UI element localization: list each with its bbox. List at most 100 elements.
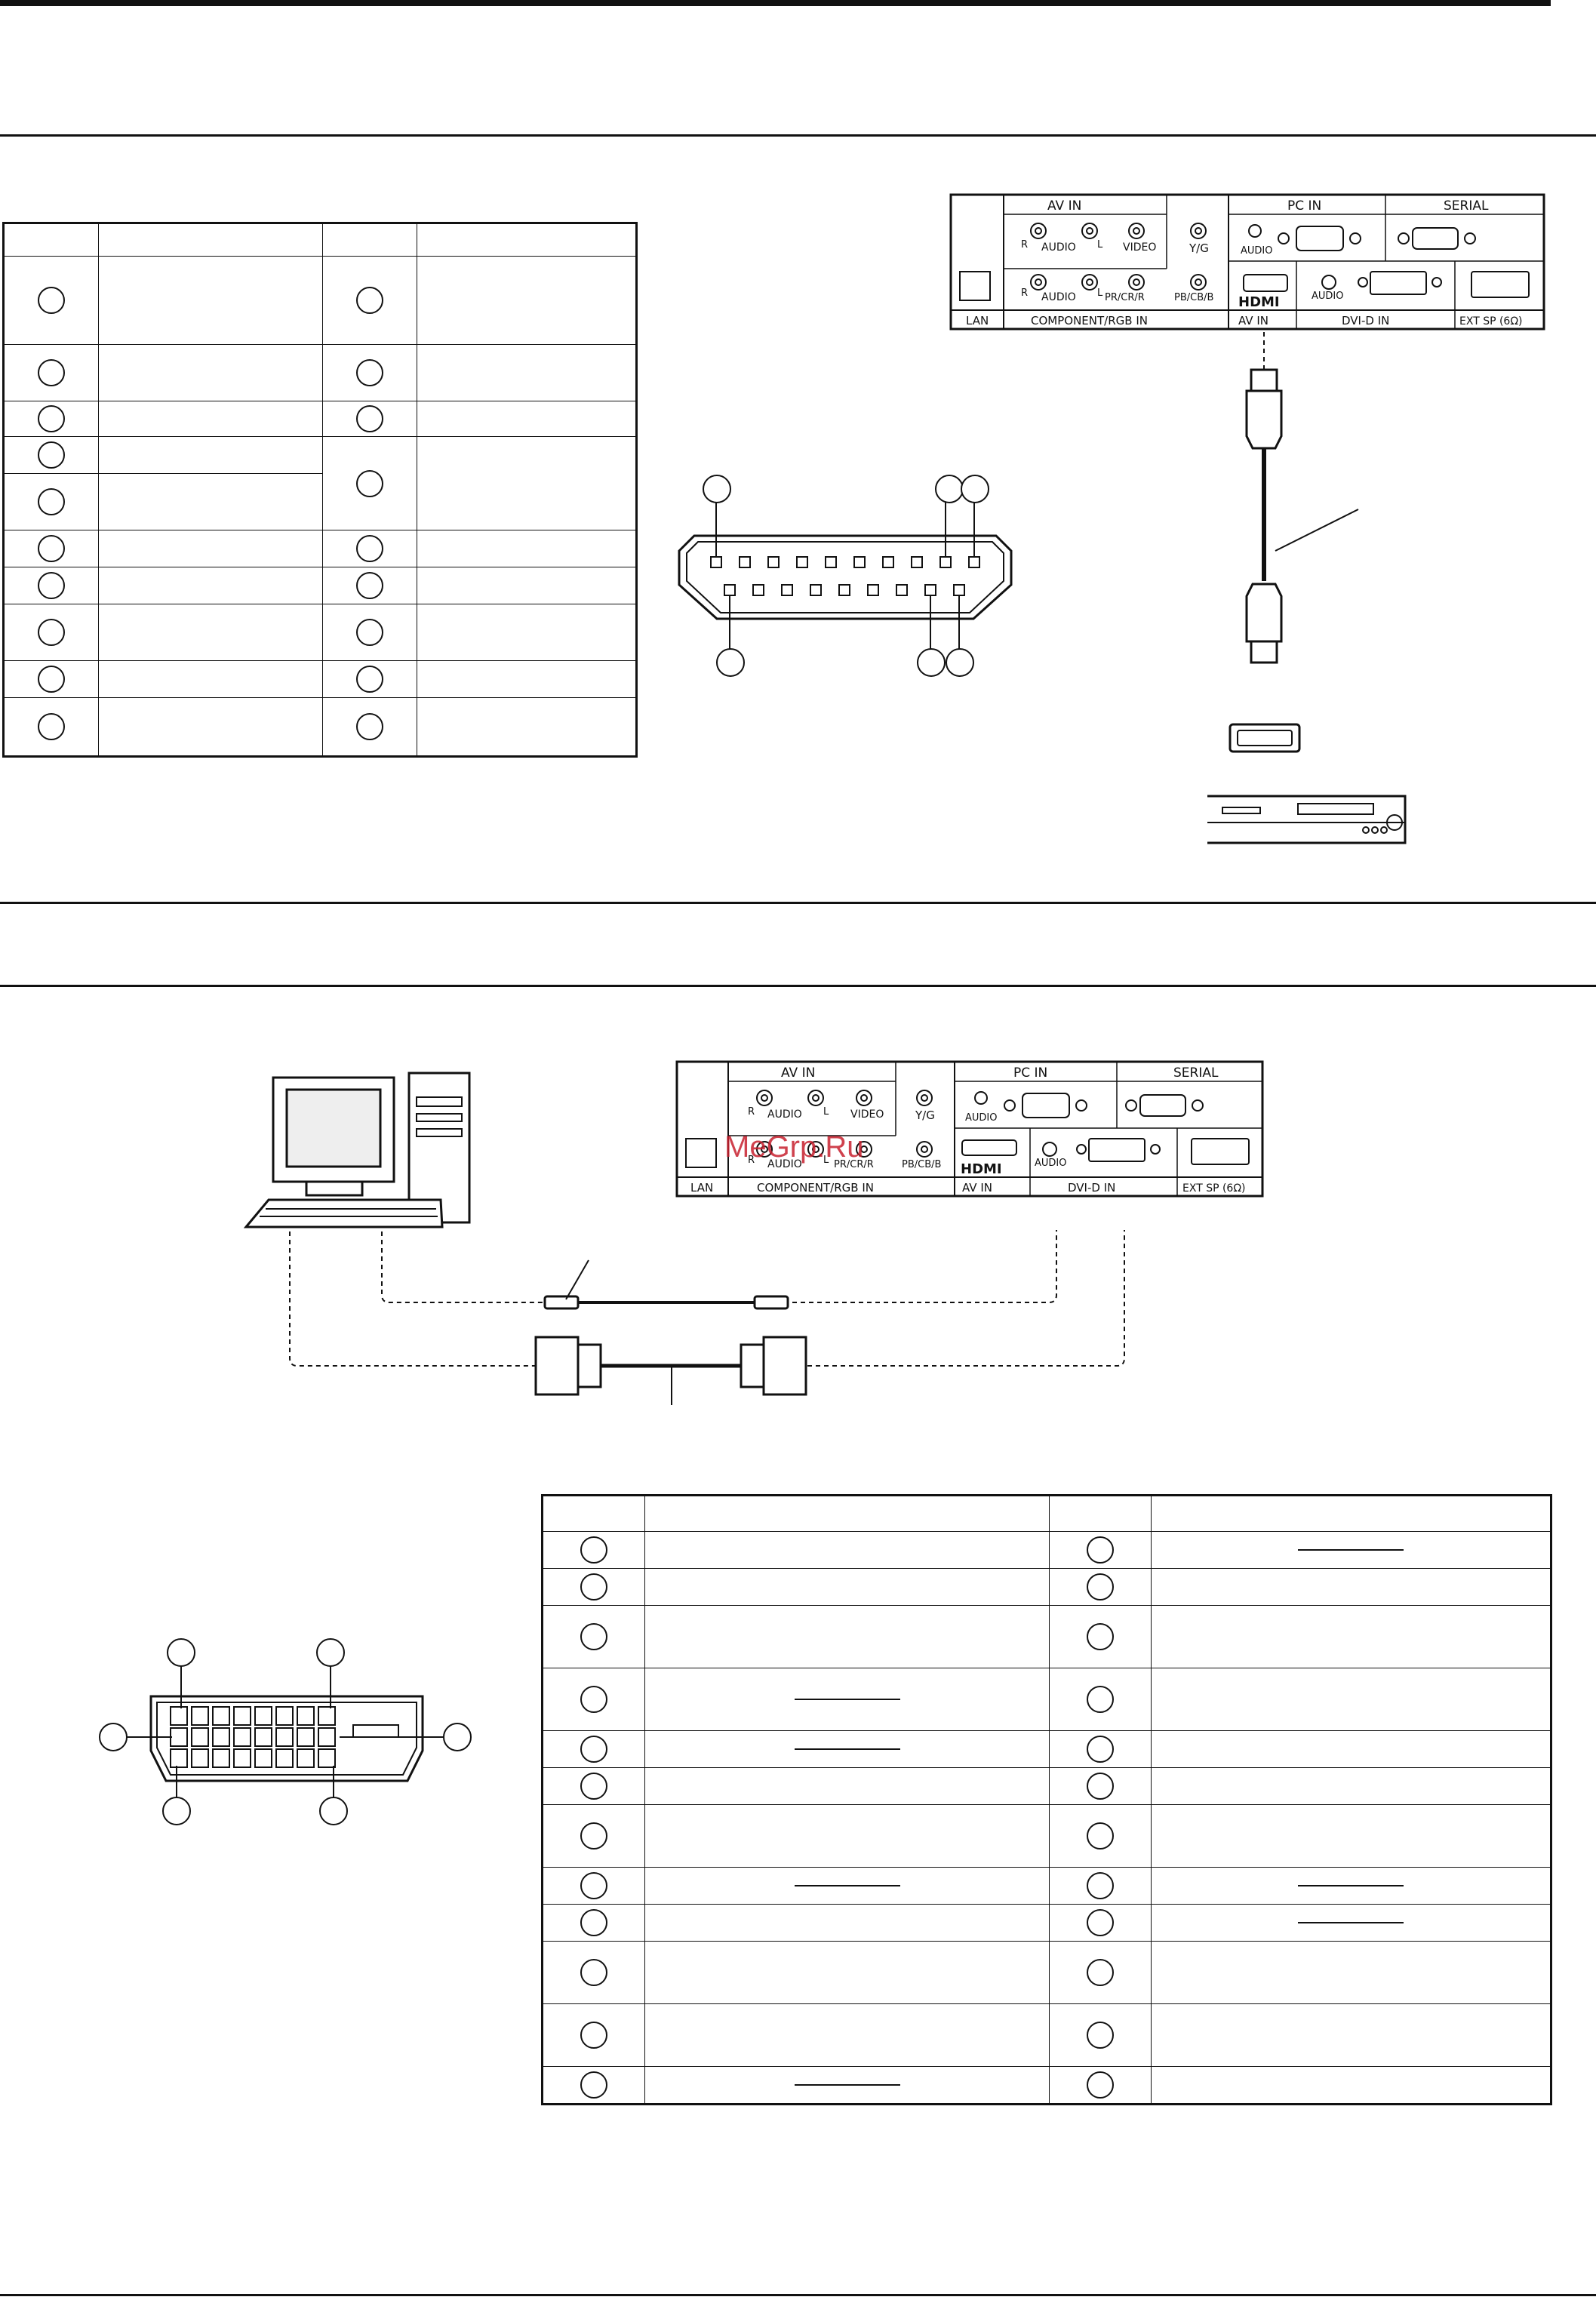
- svg-text:R: R: [748, 1106, 755, 1118]
- svg-text:PC IN: PC IN: [1013, 1065, 1047, 1081]
- table-row: [3, 567, 637, 604]
- table-row: [3, 660, 637, 698]
- svg-text:Y/G: Y/G: [915, 1108, 935, 1122]
- svg-text:COMPONENT/RGB IN: COMPONENT/RGB IN: [757, 1181, 874, 1195]
- na-line: [794, 1748, 900, 1750]
- svg-text:AUDIO: AUDIO: [1041, 291, 1076, 303]
- svg-text:AUDIO: AUDIO: [1241, 245, 1273, 257]
- audio-plug-left: [543, 1295, 580, 1310]
- svg-text:LAN: LAN: [966, 314, 989, 327]
- pin-number-circle: [356, 359, 383, 386]
- hdmi-logo-text: HDMI: [1238, 294, 1280, 310]
- table-row: [542, 1767, 1551, 1805]
- dvi-plug-right: [762, 1336, 807, 1396]
- pin-number-circle: [38, 405, 65, 432]
- svg-text:PR/CR/R: PR/CR/R: [1105, 292, 1145, 303]
- svg-text:DVI-D IN: DVI-D IN: [1342, 314, 1389, 327]
- svg-text:L: L: [1097, 239, 1103, 251]
- pin-number-circle: [38, 441, 65, 469]
- terminal-panel-lower: AV IN PC IN SERIAL R AUDIO L VIDEO Y/G A…: [675, 1060, 1264, 1198]
- table-row: [3, 401, 637, 437]
- svg-text:AUDIO: AUDIO: [1312, 291, 1344, 302]
- na-line: [1298, 1885, 1404, 1886]
- table-row: [3, 604, 637, 661]
- table-row: [542, 1804, 1551, 1868]
- table-row: [3, 256, 637, 345]
- hdmi-socket-icon: [1229, 723, 1301, 753]
- pin-number-circle: [38, 572, 65, 599]
- na-line: [794, 1699, 900, 1700]
- svg-text:Y/G: Y/G: [1189, 241, 1209, 255]
- table-row: [542, 1605, 1551, 1668]
- pin-number-circle: [356, 619, 383, 646]
- svg-text:L: L: [823, 1106, 829, 1118]
- hdmi-plug-body: [1245, 389, 1283, 450]
- av-in-label: AV IN: [1047, 198, 1081, 214]
- table-row: [3, 697, 637, 757]
- svg-text:AV IN: AV IN: [1238, 314, 1268, 327]
- section-rule-3: [0, 985, 1596, 987]
- svg-text:R: R: [748, 1155, 755, 1166]
- pin-number-circle: [38, 713, 65, 740]
- svg-text:VIDEO: VIDEO: [850, 1108, 884, 1121]
- pin-number-circle: [356, 572, 383, 599]
- svg-text:AUDIO: AUDIO: [1041, 241, 1076, 254]
- pin-number-circle: [38, 488, 65, 515]
- svg-text:HDMI: HDMI: [961, 1161, 1002, 1177]
- table-row: [542, 1941, 1551, 2004]
- pin-number-circle: [38, 359, 65, 386]
- serial-label: SERIAL: [1444, 198, 1489, 214]
- na-line: [794, 1885, 900, 1886]
- pin-number-circle: [356, 535, 383, 562]
- pin-number-circle: [38, 287, 65, 314]
- svg-text:R: R: [1021, 239, 1028, 251]
- pin-number-circle: [356, 666, 383, 693]
- svg-text:AV IN: AV IN: [781, 1065, 815, 1081]
- keyboard: [243, 1198, 444, 1228]
- svg-text:AV IN: AV IN: [962, 1181, 992, 1195]
- hdmi-plug-tip: [1250, 368, 1278, 392]
- hdmi-pin-table: [2, 222, 638, 758]
- svg-text:AUDIO: AUDIO: [767, 1108, 802, 1121]
- svg-text:VIDEO: VIDEO: [1123, 241, 1156, 254]
- pin-number-circle: [38, 535, 65, 562]
- computer-icon: [243, 1072, 471, 1228]
- audio-plug-right: [753, 1295, 789, 1310]
- table-header-row: [3, 223, 637, 257]
- svg-text:EXT SP (6Ω): EXT SP (6Ω): [1182, 1182, 1246, 1195]
- pin-number-circle: [38, 619, 65, 646]
- section-rule-1: [0, 134, 1596, 137]
- svg-text:COMPONENT/RGB IN: COMPONENT/RGB IN: [1031, 314, 1148, 327]
- section-rule-2: [0, 902, 1596, 904]
- svg-text:PR/CR/R: PR/CR/R: [834, 1159, 874, 1170]
- na-line: [794, 2084, 900, 2086]
- terminal-panel-upper: AV IN PC IN SERIAL R AUDIO L VIDEO Y/G A…: [949, 193, 1545, 331]
- pc-cable-diagram: [289, 1230, 1125, 1405]
- watermark-text: MeGrp.Ru: [724, 1130, 864, 1164]
- hdmi-cable-diagram: [1207, 332, 1407, 844]
- pin-number-circle: [356, 713, 383, 740]
- svg-text:L: L: [823, 1155, 829, 1166]
- pc-in-label: PC IN: [1287, 198, 1321, 214]
- table-row: [542, 1730, 1551, 1768]
- table-row: [542, 1668, 1551, 1731]
- table-row: [542, 2066, 1551, 2105]
- table-row: [3, 530, 637, 567]
- svg-text:AUDIO: AUDIO: [767, 1158, 802, 1170]
- pin-number-circle: [356, 405, 383, 432]
- dvi-connector-pinout: [99, 1638, 472, 1825]
- na-line: [1298, 1549, 1404, 1551]
- table-row: [542, 1904, 1551, 1942]
- svg-text:AUDIO: AUDIO: [1035, 1158, 1067, 1169]
- table-row: [3, 436, 637, 530]
- pin-number-circle: [356, 469, 383, 497]
- table-row: [542, 2003, 1551, 2067]
- pin-number-circle: [356, 287, 383, 314]
- svg-text:LAN: LAN: [690, 1181, 713, 1195]
- table-row: [542, 1531, 1551, 1569]
- svg-text:EXT SP (6Ω): EXT SP (6Ω): [1459, 315, 1523, 327]
- hdmi-connector-pinout: [678, 475, 1013, 677]
- svg-text:L: L: [1097, 288, 1103, 299]
- svg-text:R: R: [1021, 288, 1028, 299]
- na-line: [1298, 1922, 1404, 1923]
